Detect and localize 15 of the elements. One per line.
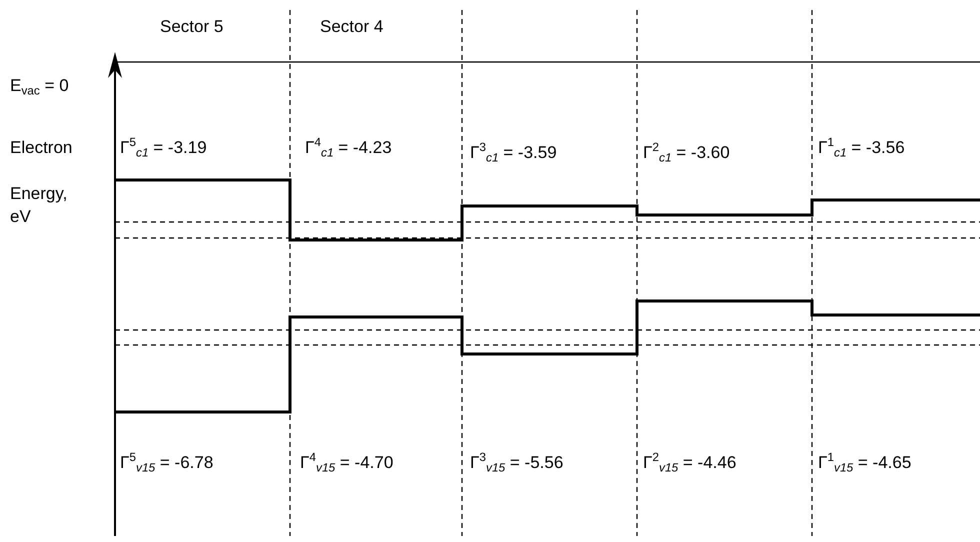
axis-label: Electron bbox=[10, 137, 72, 159]
energy-level-label: Γ$^{1}$$_{v15}$ = -4.65 bbox=[818, 452, 912, 475]
energy-level-label: Γ$^{4}$$_{c1}$ = -4.23 bbox=[305, 137, 392, 160]
axis-label: Energy, eV bbox=[10, 183, 68, 228]
energy-level-label: Γ$^{3}$$_{c1}$ = -3.59 bbox=[470, 142, 557, 165]
axis-label: E$_{vac}$ = 0 bbox=[10, 75, 69, 98]
energy-level-label: Γ$^{2}$$_{v15}$ = -4.46 bbox=[643, 452, 736, 475]
energy-level-label: Γ$^{1}$$_{c1}$ = -3.56 bbox=[818, 137, 905, 160]
energy-level-label: Γ$^{4}$$_{v15}$ = -4.70 bbox=[300, 452, 394, 475]
energy-level-label: Γ$^{3}$$_{v15}$ = -5.56 bbox=[470, 452, 564, 475]
sector-label: Sector 4 bbox=[320, 16, 384, 38]
sector-label: Sector 5 bbox=[160, 16, 224, 38]
energy-level-label: Γ$^{5}$$_{c1}$ = -3.19 bbox=[120, 137, 207, 160]
energy-level-label: Γ$^{2}$$_{c1}$ = -3.60 bbox=[643, 142, 730, 165]
energy-level-label: Γ$^{5}$$_{v15}$ = -6.78 bbox=[120, 452, 214, 475]
